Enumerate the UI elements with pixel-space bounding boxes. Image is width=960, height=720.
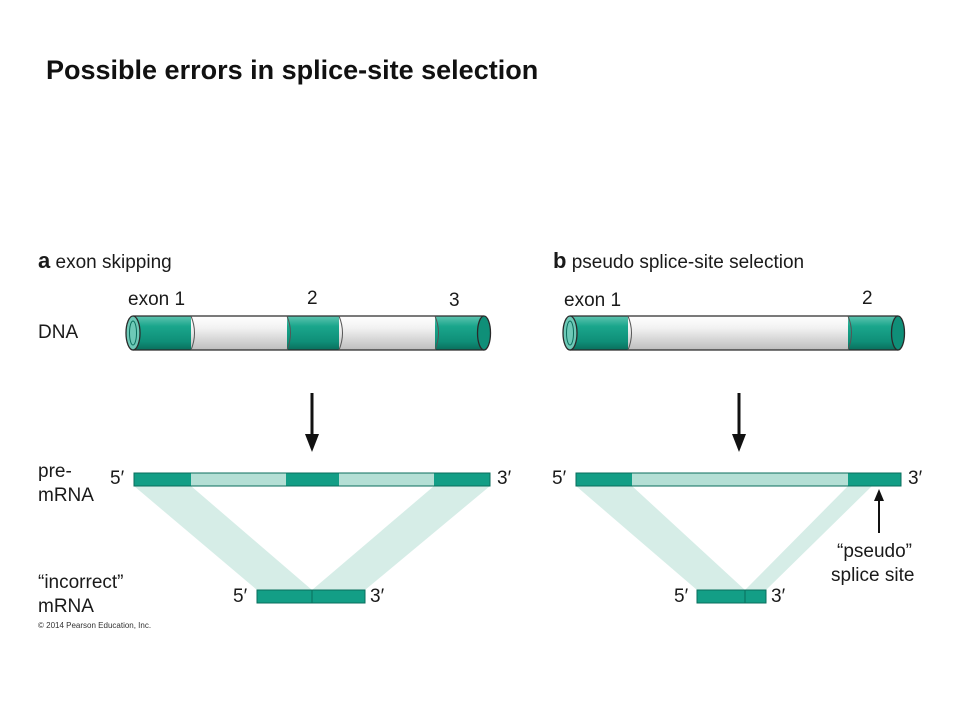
panel-a-heading: a exon skipping <box>38 250 172 274</box>
splice-join-shade-right <box>312 486 490 590</box>
pseudo-splice-site-label-line1: “pseudo” <box>837 541 912 562</box>
panel-b-mrna <box>696 589 767 604</box>
pre-mrna-exon-2 <box>286 473 339 486</box>
panel-a-splice-shading <box>134 486 490 590</box>
panel-a-mrna-5-prime: 5′ <box>233 586 248 607</box>
panel-b-exon-2-label: 2 <box>862 288 873 309</box>
mrna-exon-2-partial <box>745 590 766 603</box>
exon-3-segment <box>435 316 484 350</box>
pre-mrna-row-label-line1: pre- <box>38 461 72 482</box>
panel-a-exon-3-label: 3 <box>449 290 460 311</box>
dna-left-end <box>562 315 578 351</box>
page-title: Possible errors in splice-site selection <box>46 55 539 85</box>
panel-b-pre-mrna-3-prime: 3′ <box>908 468 923 489</box>
splice-join-shade-left <box>134 486 312 590</box>
exon-1-segment <box>133 316 191 350</box>
panel-a-arrow <box>305 393 319 452</box>
panel-a-letter: a <box>38 248 51 273</box>
mrna-exon-1 <box>697 590 745 603</box>
incorrect-mrna-row-label-line2: mRNA <box>38 596 94 617</box>
splice-join-shade-right <box>745 486 872 590</box>
mrna-exon-3 <box>312 590 365 603</box>
panel-b-arrow <box>732 393 746 452</box>
panel-a-pre-mrna-3-prime: 3′ <box>497 468 512 489</box>
panel-b-pre-mrna <box>575 472 902 487</box>
pre-mrna-exon-3 <box>434 473 490 486</box>
panel-a-exon-2-label: 2 <box>307 288 318 309</box>
panel-b-heading: b pseudo splice-site selection <box>553 250 804 274</box>
pre-mrna-intron-1 <box>191 473 286 486</box>
panel-a-heading-text: exon skipping <box>55 252 172 273</box>
panel-b-pre-mrna-5-prime: 5′ <box>552 468 567 489</box>
pre-mrna-row-label-line2: mRNA <box>38 485 94 506</box>
panel-b-letter: b <box>553 248 567 273</box>
pseudo-splice-site-arrow <box>874 489 884 533</box>
pre-mrna-exon-1 <box>576 473 632 486</box>
pre-mrna-intron-1 <box>632 473 848 486</box>
intron-1 <box>628 316 848 350</box>
intron-2 <box>339 316 435 350</box>
panel-a-pre-mrna <box>133 472 491 487</box>
pre-mrna-intron-2 <box>339 473 434 486</box>
splice-join-shade-left <box>576 486 745 590</box>
pre-mrna-exon-2 <box>848 473 901 486</box>
incorrect-mrna-row-label-line1: “incorrect” <box>38 572 124 593</box>
exon-1-segment <box>570 316 628 350</box>
exon-2-segment <box>848 316 898 350</box>
dna-right-end <box>476 315 492 351</box>
pseudo-splice-site-label-line2: splice site <box>831 565 915 586</box>
exon-2-segment <box>287 316 339 350</box>
dna-right-end <box>890 315 906 351</box>
mrna-exon-1 <box>257 590 312 603</box>
panel-a-pre-mrna-5-prime: 5′ <box>110 468 125 489</box>
panel-a-dna <box>125 315 492 351</box>
panel-b-exon-1-label: exon 1 <box>564 290 622 311</box>
panel-b-mrna-5-prime: 5′ <box>674 586 689 607</box>
panel-a-mrna-3-prime: 3′ <box>370 586 385 607</box>
panel-a-mrna <box>256 589 366 604</box>
copyright-notice: © 2014 Pearson Education, Inc. <box>38 621 152 630</box>
dna-row-label: DNA <box>38 322 79 343</box>
panel-b-mrna-3-prime: 3′ <box>771 586 786 607</box>
panel-b-splice-shading <box>576 486 872 590</box>
dna-left-end <box>125 315 141 351</box>
panel-a-exon-1-label: exon 1 <box>128 289 186 310</box>
pre-mrna-exon-1 <box>134 473 191 486</box>
panel-b-dna <box>562 315 906 351</box>
panel-b-heading-text: pseudo splice-site selection <box>571 252 805 273</box>
intron-1 <box>191 316 287 350</box>
